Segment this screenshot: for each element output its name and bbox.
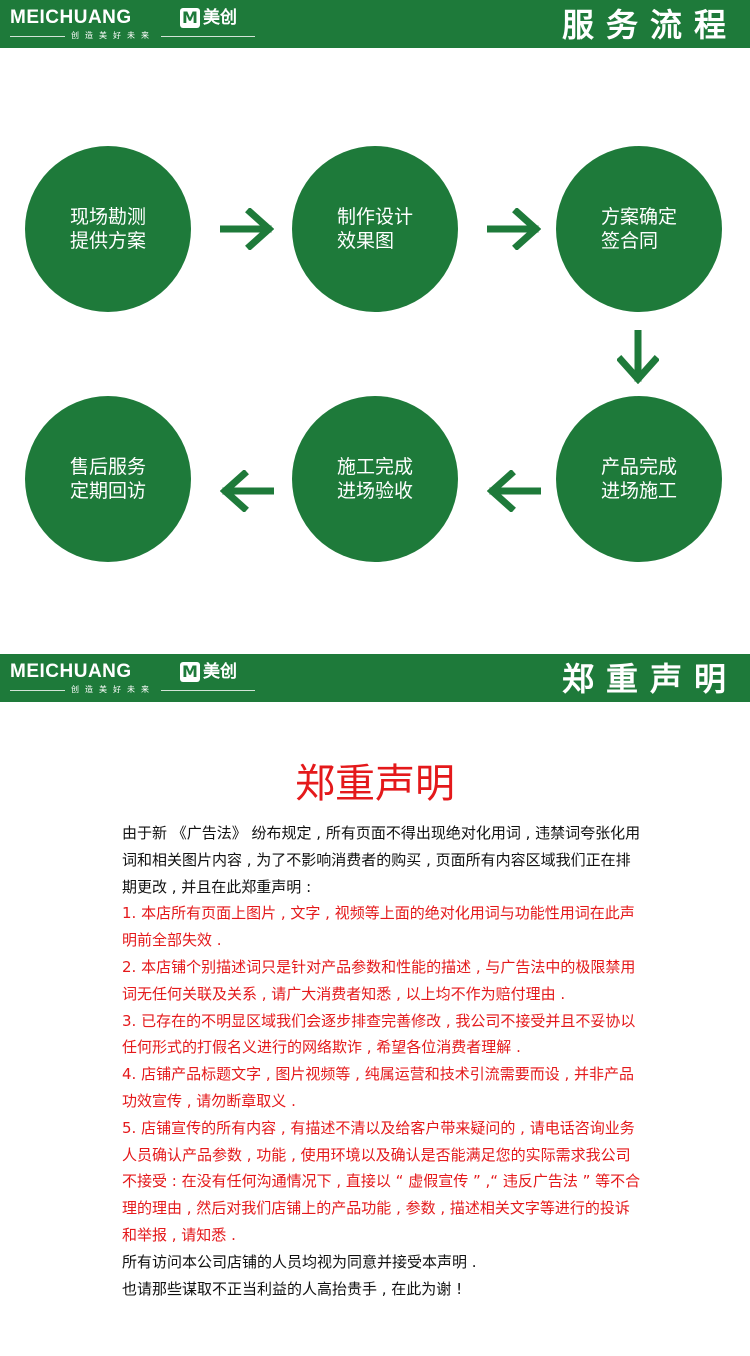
step-circle-5: 施工完成进场验收 xyxy=(292,396,458,562)
section-title-service: 服务流程 xyxy=(561,6,738,44)
step-1-line1: 现场勘测 xyxy=(69,206,146,228)
step-3-line2: 签合同 xyxy=(600,230,658,252)
logo-m-icon xyxy=(180,662,200,682)
step-4-line2: 进场施工 xyxy=(600,480,677,502)
section-title-declaration: 郑重声明 xyxy=(561,660,738,698)
step-circle-6: 售后服务定期回访 xyxy=(25,396,191,562)
step-circle-2: 制作设计效果图 xyxy=(292,146,458,312)
declaration-paragraph: 也请那些谋取不正当利益的人高抬贵手 , 在此为谢 ! xyxy=(122,1279,463,1298)
arrow-down-icon xyxy=(617,330,659,384)
declaration-paragraph: 1. 本店所有页面上图片 , 文字 , 视频等上面的绝对化用词与功能性用词在此声… xyxy=(122,904,635,950)
logo-cn-text: 美创 xyxy=(203,8,237,28)
arrow-right-icon xyxy=(487,208,541,250)
logo-brand-text: MEICHUANG xyxy=(10,661,132,682)
declaration-paragraph: 4. 店铺产品标题文字 , 图片视频等 , 纯属运营和技术引流需要而设 , 并非… xyxy=(122,1065,634,1110)
step-circle-1: 现场勘测提供方案 xyxy=(25,146,191,312)
step-circle-3: 方案确定签合同 xyxy=(556,146,722,312)
step-6-line2: 定期回访 xyxy=(69,480,146,502)
step-5-line1: 施工完成 xyxy=(336,456,413,478)
step-4-line1: 产品完成 xyxy=(600,456,677,478)
brand-logo: MEICHUANG 美创 创造美好未来 xyxy=(10,661,255,697)
logo-brand-text: MEICHUANG xyxy=(10,7,132,28)
header-bar-declaration: MEICHUANG 美创 创造美好未来 郑重声明 xyxy=(0,654,750,702)
step-circle-4: 产品完成进场施工 xyxy=(556,396,722,562)
header-bar-service: MEICHUANG 美创 创造美好未来 服务流程 xyxy=(0,0,750,48)
logo-slogan: 创造美好未来 xyxy=(65,29,161,43)
brand-logo: MEICHUANG 美创 创造美好未来 xyxy=(10,7,255,43)
declaration-heading: 郑重声明 xyxy=(295,761,455,807)
logo-slogan: 创造美好未来 xyxy=(65,683,161,697)
step-1-line2: 提供方案 xyxy=(69,230,146,252)
logo-cn-text: 美创 xyxy=(203,662,237,682)
step-3-line1: 方案确定 xyxy=(600,206,677,228)
step-6-line1: 售后服务 xyxy=(69,456,146,478)
declaration-paragraph: 3. 已存在的不明显区域我们会逐步排查完善修改 , 我公司不接受并且不妥协以任何… xyxy=(122,1011,636,1057)
arrow-right-icon xyxy=(220,208,274,250)
step-2-line1: 制作设计 xyxy=(336,206,413,228)
declaration-paragraph: 2. 本店铺个别描述词只是针对产品参数和性能的描述 , 与广告法中的极限禁用词无… xyxy=(122,957,636,1003)
arrow-left-icon xyxy=(487,470,541,512)
step-5-line2: 进场验收 xyxy=(336,480,413,502)
declaration-paragraph: 由于新 《广告法》 纷布规定 , 所有页面不得出现绝对化用词 , 违禁词夸张化用… xyxy=(122,824,641,896)
arrow-left-icon xyxy=(220,470,274,512)
declaration-paragraph: 5. 店铺宣传的所有内容 , 有描述不清以及给客户带来疑问的 , 请电话咨询业务… xyxy=(122,1118,641,1244)
step-2-line2: 效果图 xyxy=(336,230,394,252)
declaration-paragraph: 所有访问本公司店铺的人员均视为同意并接受本声明 . xyxy=(122,1252,477,1271)
logo-m-icon xyxy=(180,8,200,28)
declaration-body: 由于新 《广告法》 纷布规定 , 所有页面不得出现绝对化用词 , 违禁词夸张化用… xyxy=(122,820,642,1302)
